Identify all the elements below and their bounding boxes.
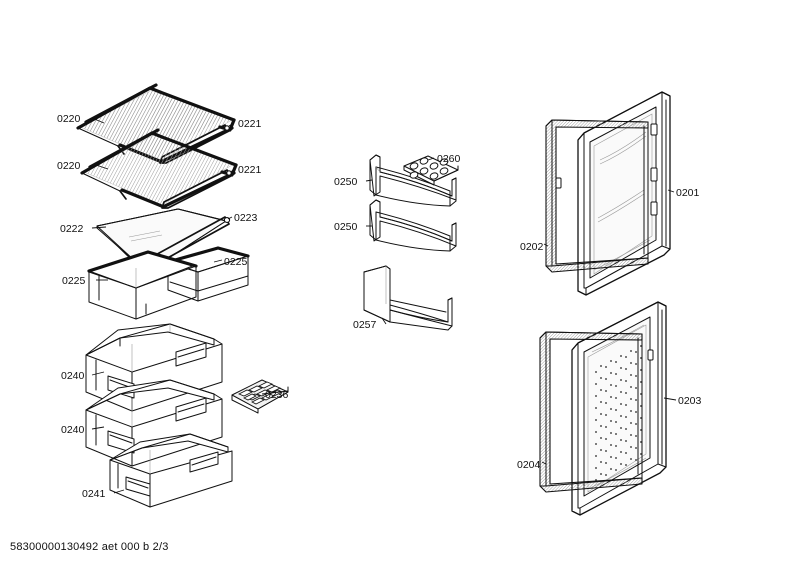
label-0241: 0241 [82,488,106,500]
label-0250-lower: 0250 [334,221,358,233]
label-0240-top: 0240 [61,370,85,382]
label-0223: 0223 [234,212,258,224]
label-0260: 0260 [437,153,461,165]
part-labels: 0220 0221 0220 0221 0222 0223 0225 0225 … [57,113,702,500]
label-0257: 0257 [353,319,377,331]
sheet-footer: 58300000130492 aet 000 b 2/3 [10,541,169,553]
label-0221-lower: 0221 [238,164,262,176]
part-0260-egg-tray [403,155,459,186]
label-0225-left: 0225 [62,275,86,287]
part-0201-refrigerator-door-upper [577,91,671,296]
label-0201: 0201 [676,187,700,199]
part-0220-wire-shelf-lower [80,128,238,209]
part-0250-door-shelf-bin-lower [369,199,457,252]
label-0225-right: 0225 [224,256,248,268]
label-0221-upper: 0221 [238,118,262,130]
part-0257-door-shelf-bin-deep [363,265,453,331]
label-0240-middle: 0240 [61,424,85,436]
part-0222-glass-shelf [96,208,227,273]
part-0250-door-shelf-bin-upper [369,154,457,207]
part-0240-freezer-drawer-middle [85,379,223,467]
label-0220-upper: 0220 [57,113,81,125]
label-0204: 0204 [517,459,541,471]
leader-lines [91,117,677,494]
label-0203: 0203 [678,395,702,407]
label-0250-upper: 0250 [334,176,358,188]
part-0225-crisper-bin-left [87,250,198,320]
part-0236-ice-cube-tray [231,379,289,414]
part-0202-door-gasket-upper [545,119,649,273]
part-0221-shelf-trim-rail-lower [161,169,232,209]
part-0241-freezer-drawer-bottom [109,433,233,508]
label-0220-lower: 0220 [57,160,81,172]
label-0202: 0202 [520,241,544,253]
label-0236: 0236 [265,389,289,401]
label-0222: 0222 [60,223,84,235]
part-0204-door-gasket-lower [539,331,643,493]
